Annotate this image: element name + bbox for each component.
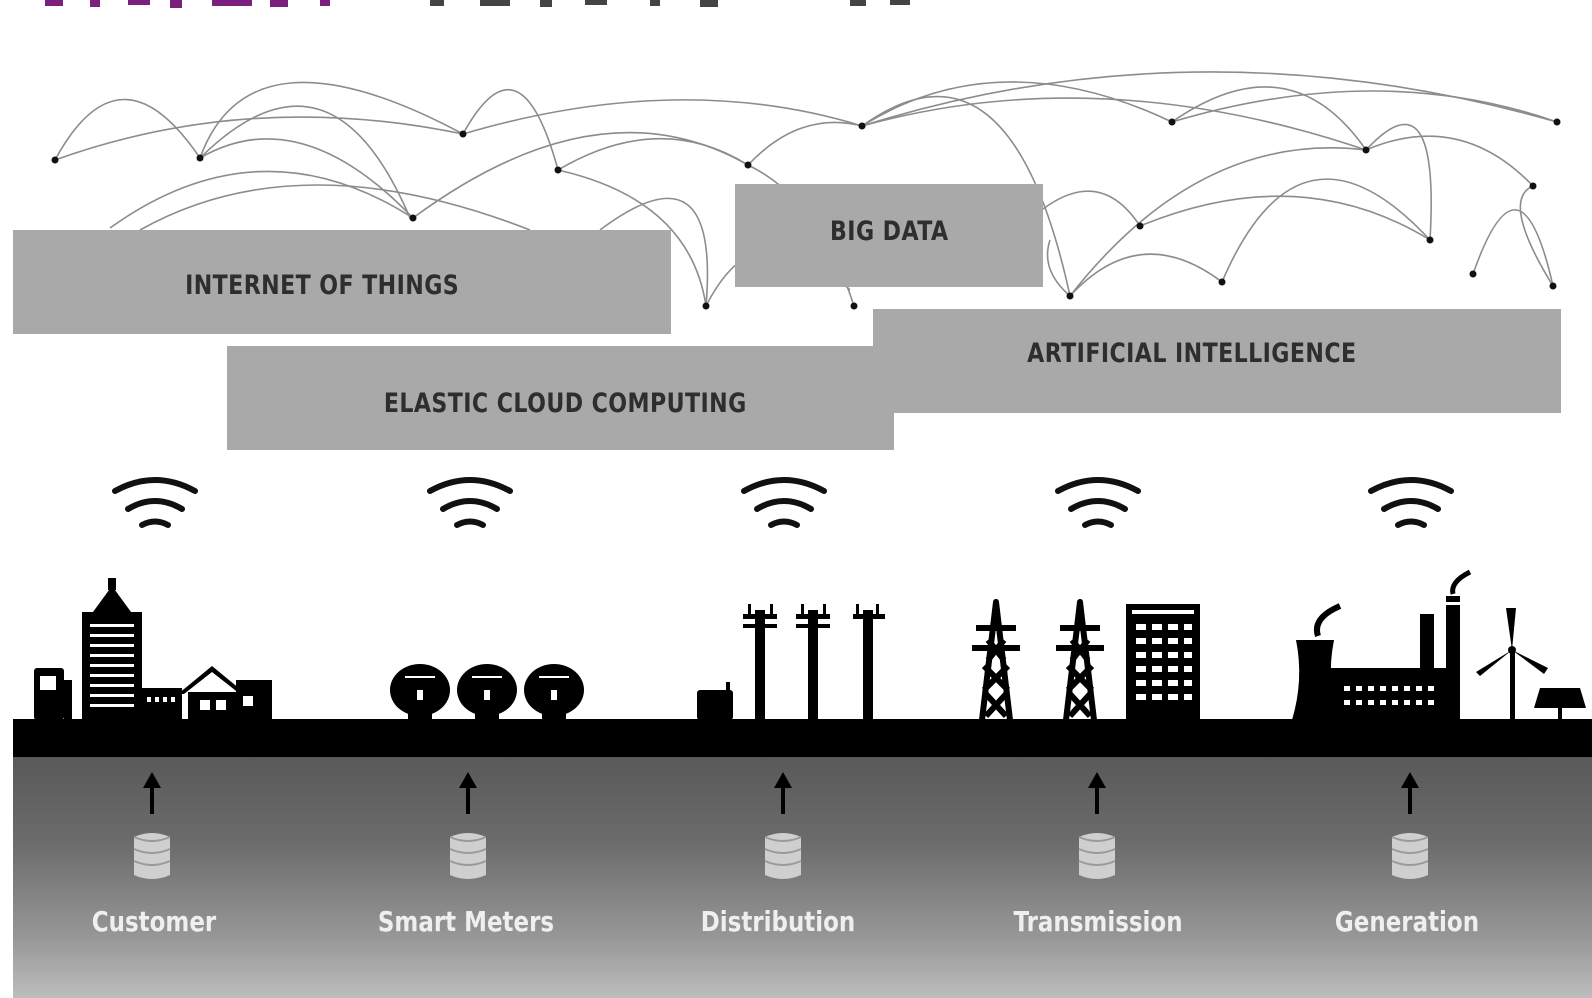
arrow-up-icon — [143, 772, 161, 814]
artificial-intelligence-bar: ARTIFICIAL INTELLIGENCE — [873, 309, 1561, 413]
distribution-poles-icon — [697, 604, 885, 720]
category-label-generation: Generation — [1334, 905, 1480, 938]
internet-of-things-label: INTERNET OF THINGS — [184, 269, 460, 301]
big-data-bar: BIG DATA — [735, 184, 1043, 287]
ground-band — [13, 719, 1592, 757]
elastic-cloud-computing-bar: ELASTIC CLOUD COMPUTING — [227, 346, 894, 450]
arrow-up-icon — [1401, 772, 1419, 814]
cropped-title-fragment — [45, 0, 910, 8]
artificial-intelligence-label: ARTIFICIAL INTELLIGENCE — [1027, 337, 1357, 369]
category-label-distribution: Distribution — [700, 905, 856, 938]
database-icon — [1391, 832, 1429, 880]
arrow-up-icon — [774, 772, 792, 814]
database-icon — [133, 832, 171, 880]
database-icon — [1078, 832, 1116, 880]
smart-meters-icon — [390, 664, 584, 720]
transmission-towers-icon — [972, 599, 1104, 721]
power-plant-icon — [1292, 569, 1586, 720]
category-label-customer: Customer — [91, 905, 217, 938]
arrow-up-icon — [459, 772, 477, 814]
database-icon — [764, 832, 802, 880]
category-label-smart-meters: Smart Meters — [377, 905, 555, 938]
internet-of-things-bar: INTERNET OF THINGS — [13, 230, 671, 334]
data-layer-panel — [13, 757, 1592, 998]
office-building-icon — [1126, 604, 1200, 720]
database-icon — [449, 832, 487, 880]
elastic-cloud-computing-label: ELASTIC CLOUD COMPUTING — [384, 387, 747, 419]
arrow-up-icon — [1088, 772, 1106, 814]
big-data-label: BIG DATA — [829, 216, 949, 247]
category-label-transmission: Transmission — [1013, 905, 1183, 938]
customer-buildings-icon — [34, 578, 272, 720]
